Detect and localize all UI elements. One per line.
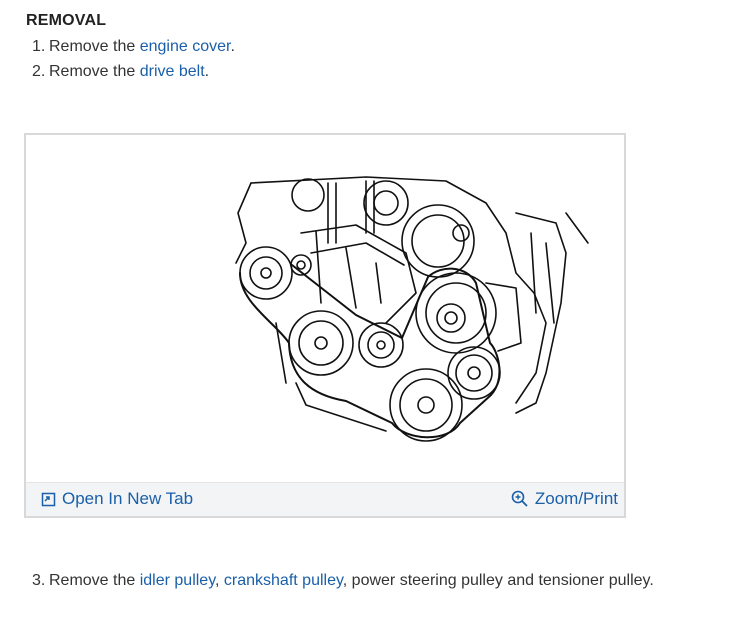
step-text: Remove the	[49, 63, 140, 80]
figure-toolbar: Open In New Tab Zoom/Print	[26, 482, 624, 516]
step-suffix: .	[230, 38, 235, 55]
open-in-new-tab-icon	[41, 492, 56, 506]
step-number: 1.	[32, 38, 46, 55]
step-2: 2.Remove the drive belt.	[32, 63, 209, 81]
step-suffix: .	[204, 63, 210, 80]
open-in-new-tab-button[interactable]: Open In New Tab	[41, 489, 193, 509]
engine-diagram	[235, 176, 589, 442]
drive-belt-link[interactable]: drive belt	[139, 63, 205, 80]
idler-pulley-link[interactable]: idler pulley	[139, 572, 216, 589]
engine-cover-link[interactable]: engine cover	[139, 38, 231, 55]
magnifier-plus-icon	[511, 490, 528, 507]
step-1: 1.Remove the engine cover.	[32, 38, 235, 56]
step-separator: ,	[215, 572, 224, 589]
step-3: 3.Remove the idler pulley, crankshaft pu…	[32, 572, 654, 590]
step-text: Remove the	[49, 38, 140, 55]
open-in-new-tab-label: Open In New Tab	[62, 489, 194, 508]
step-text: Remove the	[49, 572, 140, 589]
step-number: 3.	[32, 572, 46, 589]
zoom-print-label: Zoom/Print	[534, 489, 618, 508]
step-number: 2.	[32, 63, 46, 80]
section-title: REMOVAL	[26, 12, 107, 29]
zoom-print-button[interactable]: Zoom/Print	[511, 489, 618, 509]
figure-container: Open In New Tab Zoom/Print	[24, 133, 626, 518]
crankshaft-pulley-link[interactable]: crankshaft pulley	[223, 572, 343, 589]
step-suffix: , power steering pulley and tensioner pu…	[342, 572, 654, 589]
